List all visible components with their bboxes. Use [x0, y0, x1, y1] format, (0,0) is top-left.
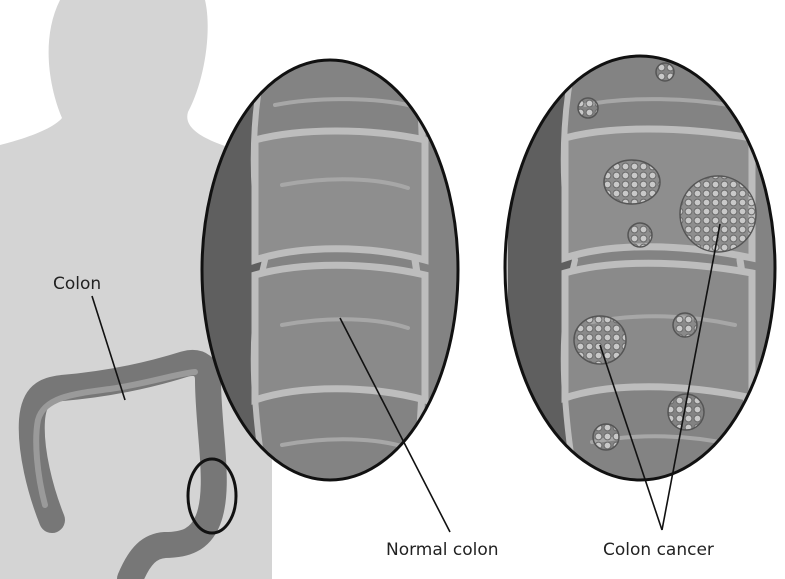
tumor-small-center: [628, 223, 652, 247]
tumor-lower-left: [593, 424, 619, 450]
normal-colon-fold-lower: [255, 265, 425, 400]
cancer-colon-left-wall: [505, 56, 575, 480]
tumor-small-top: [578, 98, 598, 118]
normal-colon-fold-upper: [255, 131, 425, 260]
tumor-small-topright: [656, 63, 674, 81]
tumor-large: [680, 176, 756, 252]
tumor-upper-left: [604, 160, 660, 204]
normal-colon-zoom: [200, 58, 460, 482]
colon-cancer-label: Colon cancer: [603, 540, 714, 560]
tumor-middle-left: [574, 316, 626, 364]
colon-label: Colon: [53, 274, 101, 294]
colon-cancer-zoom: [505, 56, 775, 480]
tumor-small-right: [673, 313, 697, 337]
normal-colon-label: Normal colon: [386, 540, 499, 560]
